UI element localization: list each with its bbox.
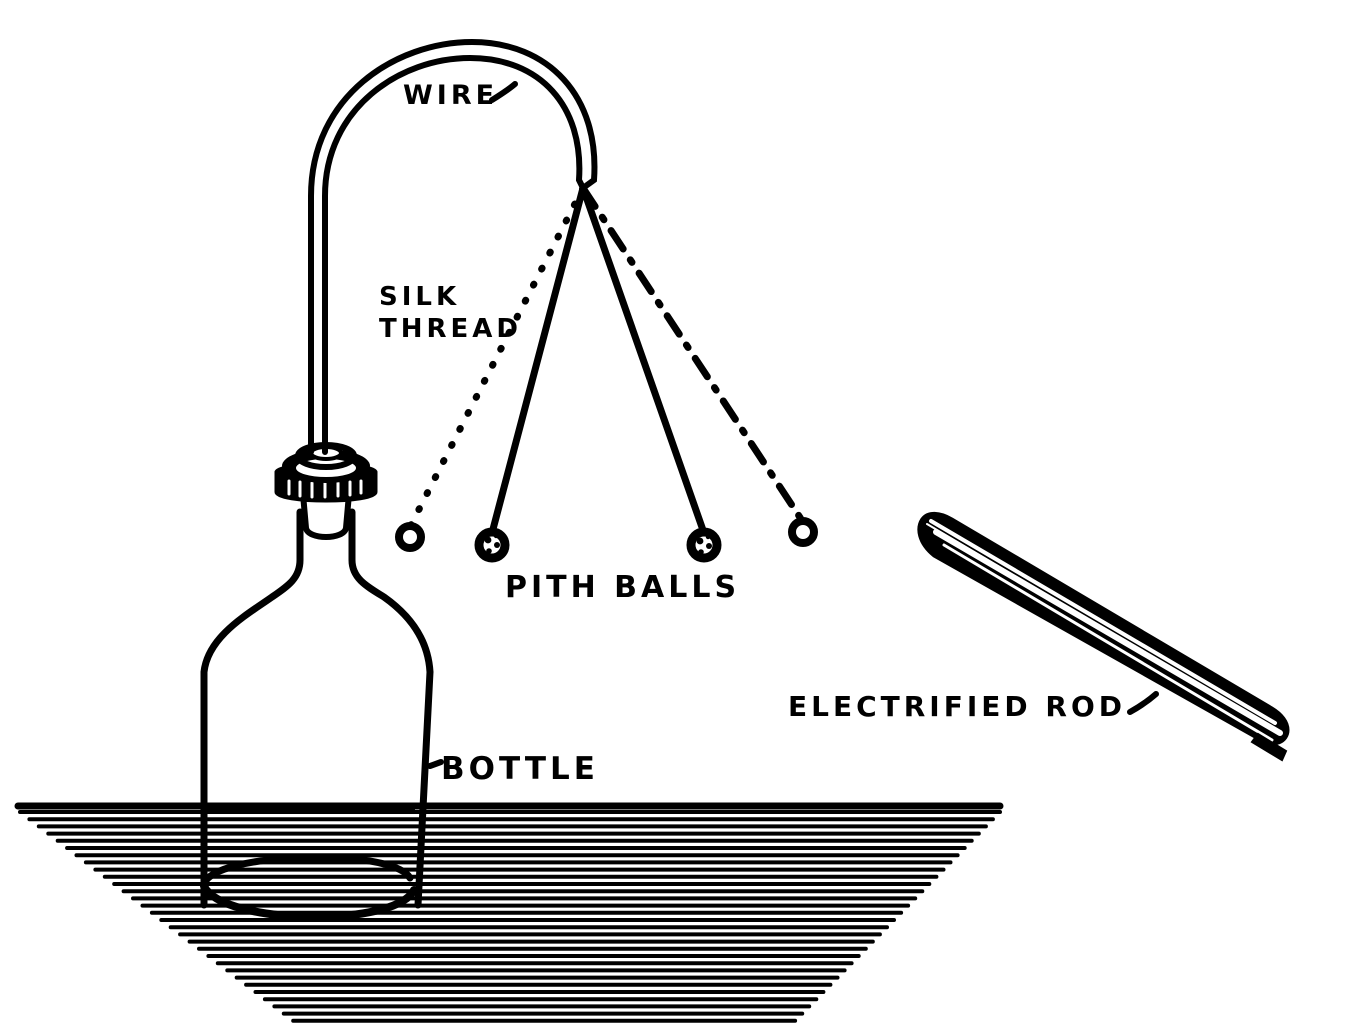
- label-bottle: BOTTLE: [441, 751, 599, 787]
- thread-4-dashed: [579, 184, 807, 526]
- wire: [308, 38, 598, 455]
- pith-ball-3: [686, 527, 722, 563]
- table-surface: [14, 802, 1004, 1023]
- pith-ball-4: [788, 517, 818, 547]
- thread-1-dotted: [406, 184, 587, 531]
- bottle-pointer-icon: [427, 759, 444, 769]
- label-wire: WIRE: [403, 80, 498, 111]
- labels: WIRE SILK THREAD PITH BALLS BOTTLE ELECT…: [379, 80, 1159, 787]
- rod-pointer-icon: [1127, 691, 1159, 715]
- thread-2-solid: [488, 184, 587, 537]
- label-electrified-rod: ELECTRIFIED ROD: [788, 690, 1126, 723]
- electrified-rod: [917, 511, 1290, 762]
- pith-ball-2: [474, 527, 510, 563]
- label-silk-thread-line1: SILK: [379, 282, 460, 312]
- label-silk-thread-line2: THREAD: [379, 314, 522, 344]
- label-pith-balls: PITH BALLS: [505, 570, 740, 605]
- bottle: [200, 508, 434, 921]
- cork-stopper: [274, 442, 378, 540]
- silk-threads: [406, 184, 807, 537]
- thread-3-solid: [579, 184, 708, 537]
- wire-pointer-icon: [489, 81, 518, 103]
- pith-balls: [395, 517, 818, 563]
- pith-ball-1: [395, 522, 425, 552]
